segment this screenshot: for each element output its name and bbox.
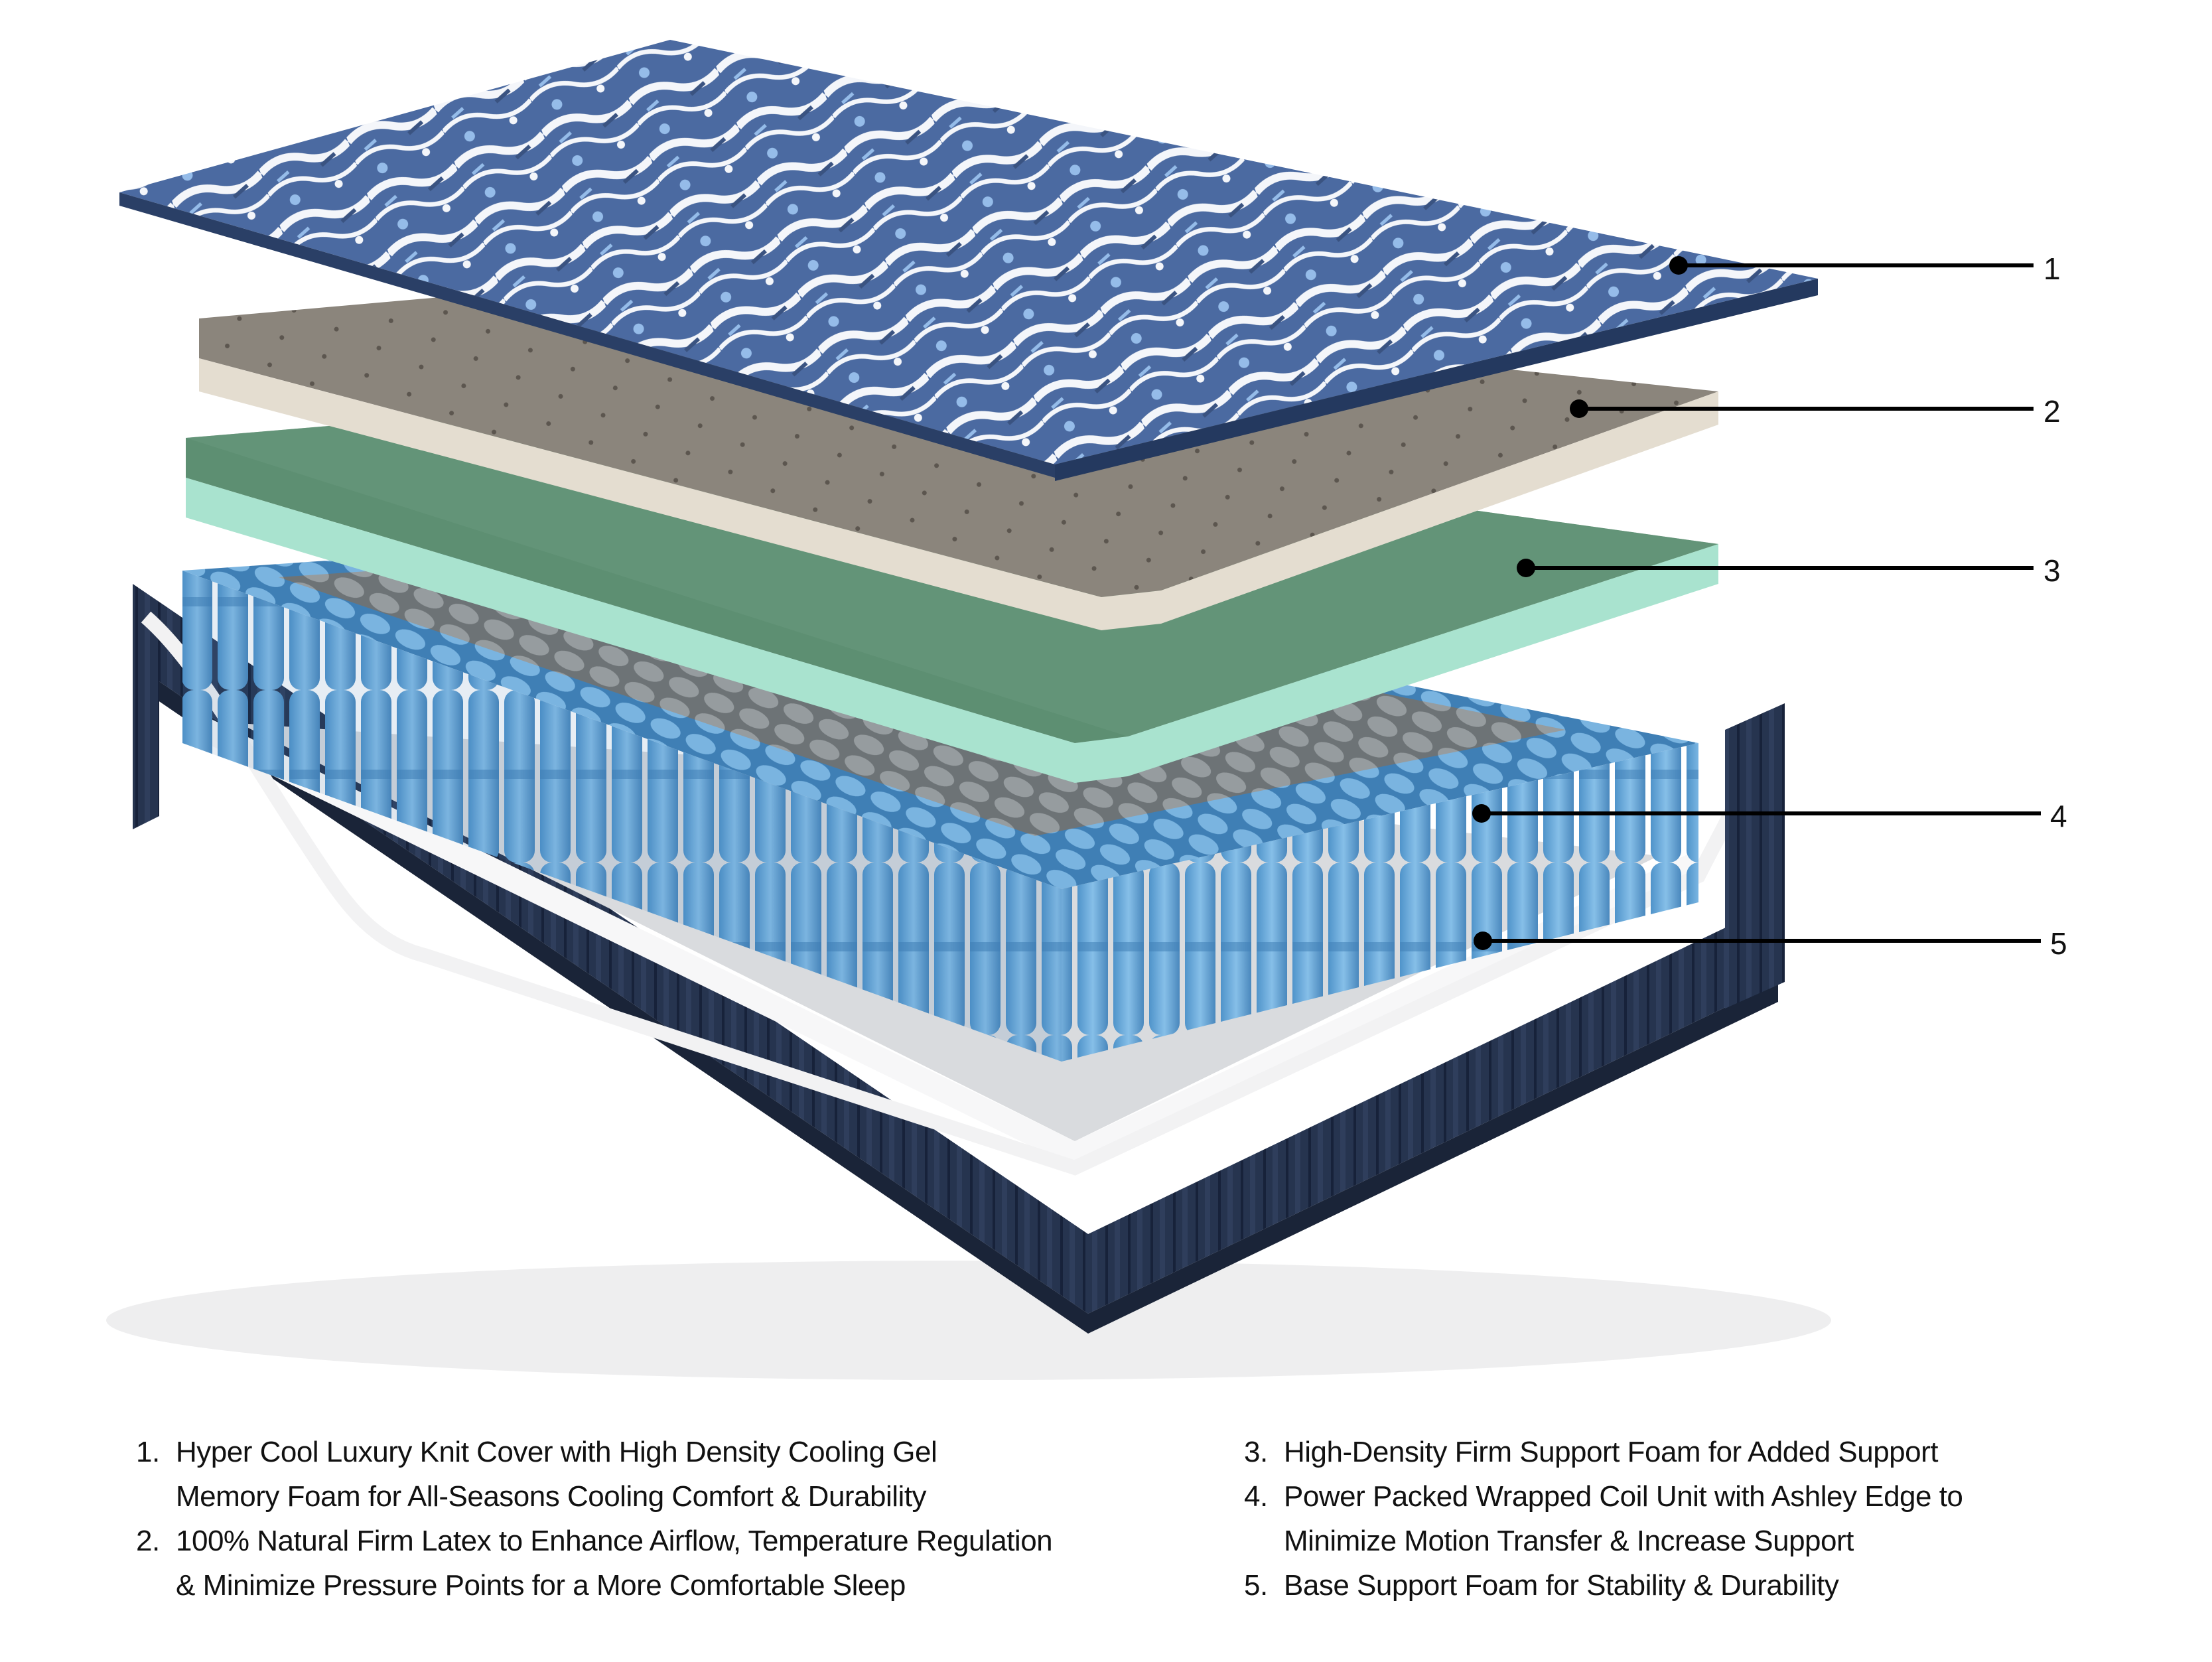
legend-item-4: 4. Power Packed Wrapped Coil Unit with A…	[1244, 1474, 2107, 1563]
legend-number: 2.	[136, 1525, 160, 1557]
legend-item-3: 3. High-Density Firm Support Foam for Ad…	[1244, 1430, 2107, 1474]
legend-line: 100% Natural Firm Latex to Enhance Airfl…	[176, 1525, 1053, 1557]
legend-number: 5.	[1244, 1569, 1268, 1602]
legend-item-5: 5. Base Support Foam for Stability & Dur…	[1244, 1563, 2107, 1608]
legend-right-column: 3. High-Density Firm Support Foam for Ad…	[1244, 1430, 2107, 1608]
legend-text: Hyper Cool Luxury Knit Cover with High D…	[176, 1430, 1211, 1519]
legend-line: Power Packed Wrapped Coil Unit with Ashl…	[1284, 1480, 1963, 1513]
callout-1-leader	[1669, 256, 2034, 275]
legend-text: High-Density Firm Support Foam for Added…	[1284, 1430, 2107, 1474]
legend-number: 1.	[136, 1436, 160, 1468]
knit-cover-layer	[119, 40, 1818, 481]
floor-shadow	[106, 1261, 1831, 1380]
callout-5-leader	[1474, 932, 2041, 950]
callout-number-5: 5	[2050, 926, 2067, 961]
legend-item-1: 1. Hyper Cool Luxury Knit Cover with Hig…	[136, 1430, 1211, 1519]
legend-line: High-Density Firm Support Foam for Added…	[1284, 1436, 1939, 1468]
callout-2-leader	[1570, 399, 2034, 418]
legend-left-column: 1. Hyper Cool Luxury Knit Cover with Hig…	[136, 1430, 1211, 1608]
legend-text: Power Packed Wrapped Coil Unit with Ashl…	[1284, 1474, 2107, 1563]
callout-number-3: 3	[2043, 553, 2061, 588]
legend-line: Base Support Foam for Stability & Durabi…	[1284, 1569, 1839, 1602]
legend-number: 3.	[1244, 1436, 1268, 1468]
callout-number-2: 2	[2043, 394, 2061, 429]
callout-number-1: 1	[2043, 251, 2061, 286]
callout-3-leader	[1517, 559, 2034, 577]
legend-line: & Minimize Pressure Points for a More Co…	[176, 1569, 906, 1602]
callout-lines	[1472, 256, 2041, 950]
legend-number: 4.	[1244, 1480, 1268, 1513]
legend-item-2: 2. 100% Natural Firm Latex to Enhance Ai…	[136, 1519, 1211, 1608]
callout-4-leader	[1472, 804, 2041, 823]
legend-line: Hyper Cool Luxury Knit Cover with High D…	[176, 1436, 937, 1468]
callout-number-4: 4	[2050, 799, 2067, 833]
legend-text: Base Support Foam for Stability & Durabi…	[1284, 1563, 2107, 1608]
legend-text: 100% Natural Firm Latex to Enhance Airfl…	[176, 1519, 1211, 1608]
legend-line: Minimize Motion Transfer & Increase Supp…	[1284, 1525, 1854, 1557]
legend-line: Memory Foam for All-Seasons Cooling Comf…	[176, 1480, 927, 1513]
